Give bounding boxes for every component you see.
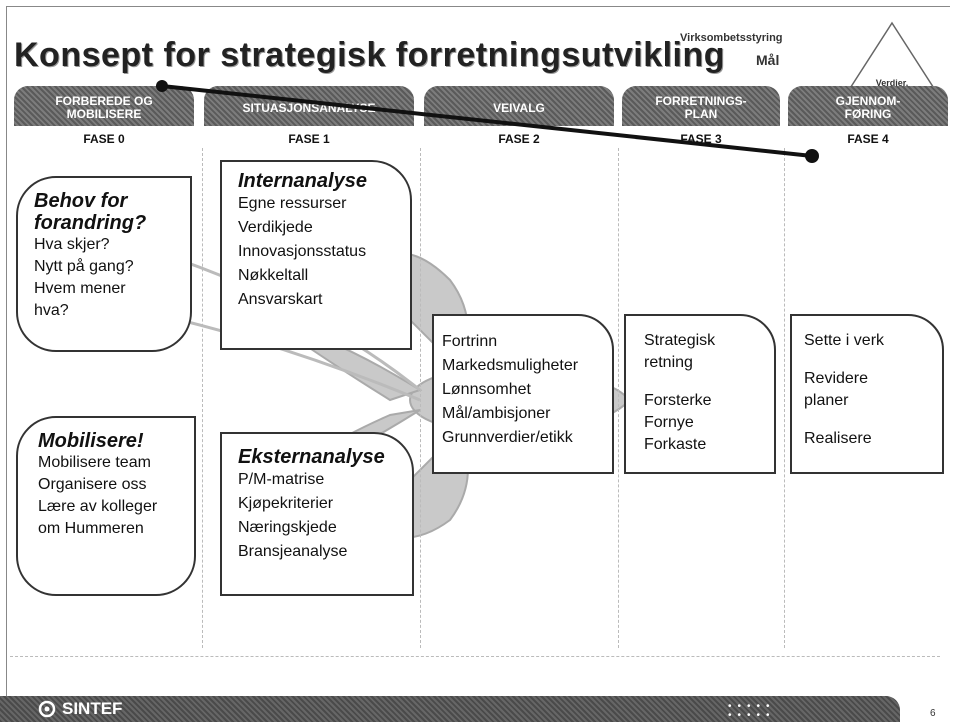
list-item: Grunnverdier/etikk bbox=[442, 429, 573, 446]
page-title: Konsept for strategisk forretningsutvikl… bbox=[14, 36, 726, 74]
top-label-secondary: Mål bbox=[756, 52, 780, 68]
phase-number: FASE 0 bbox=[83, 132, 125, 146]
phase-number: FASE 1 bbox=[288, 132, 330, 146]
plan-box: Strategisk retning Forsterke Fornye Fork… bbox=[624, 314, 776, 474]
footer-bar bbox=[0, 696, 900, 722]
list-item: Bransjeanalyse bbox=[238, 543, 348, 560]
page-number: 6 bbox=[930, 708, 936, 719]
phase-number: FASE 2 bbox=[498, 132, 540, 146]
list-item: Mål/ambisjoner bbox=[442, 405, 551, 422]
eksternanalyse-title: Eksternanalyse bbox=[238, 446, 385, 468]
internanalyse-title: Internanalyse bbox=[238, 170, 367, 192]
tab-label: VEIVALG bbox=[493, 100, 545, 115]
list-item: hva? bbox=[34, 302, 69, 319]
list-item: Sette i verk bbox=[804, 332, 885, 349]
list-item: Lønnsomhet bbox=[442, 381, 531, 398]
tab-phase-1: SITUASJONSANALYSE bbox=[204, 86, 414, 126]
eksternanalyse-box: Eksternanalyse P/M-matrise Kjøpekriterie… bbox=[220, 432, 414, 596]
bottom-divider bbox=[10, 656, 940, 657]
tab-label: GJENNOM-FØRING bbox=[835, 94, 901, 121]
pyramid-label: Verdier, bbox=[876, 78, 909, 88]
list-item: Egne ressurser bbox=[238, 195, 347, 212]
column-divider bbox=[202, 148, 203, 648]
phase-number: FASE 3 bbox=[680, 132, 722, 146]
list-item: retning bbox=[644, 354, 693, 371]
tab-label: FORBEREDE OG MOBILISERE bbox=[55, 94, 153, 121]
list-item: Hvem mener bbox=[34, 280, 126, 297]
tab-label: SITUASJONSANALYSE bbox=[242, 100, 376, 115]
logo-text: SINTEF bbox=[62, 699, 123, 718]
footer-dots: •••••••••• bbox=[728, 701, 776, 721]
behov-box: Behov for forandring? Hva skjer? Nytt på… bbox=[16, 176, 192, 352]
list-item: Realisere bbox=[804, 430, 872, 447]
list-item: Markedsmuligheter bbox=[442, 357, 579, 374]
tab-phase-3: FORRETNINGS-PLAN bbox=[622, 86, 780, 126]
mobilisere-title: Mobilisere! bbox=[38, 430, 144, 452]
mobilisere-box: Mobilisere! Mobilisere team Organisere o… bbox=[16, 416, 196, 596]
list-item: Strategisk bbox=[644, 332, 716, 349]
list-item: Kjøpekriterier bbox=[238, 495, 334, 512]
list-item: Mobilisere team bbox=[38, 454, 151, 471]
list-item: om Hummeren bbox=[38, 520, 144, 537]
tab-phase-4: GJENNOM-FØRING bbox=[788, 86, 948, 126]
list-item: Innovasjonsstatus bbox=[238, 243, 367, 260]
list-item: Forsterke bbox=[644, 392, 712, 409]
behov-title: Behov for forandring? bbox=[34, 190, 147, 234]
slide-frame bbox=[6, 6, 950, 718]
list-item: Verdikjede bbox=[238, 219, 313, 236]
list-item: Lære av kolleger bbox=[38, 498, 158, 515]
column-divider bbox=[618, 148, 619, 648]
list-item: Fortrinn bbox=[442, 333, 498, 350]
tab-label: FORRETNINGS-PLAN bbox=[655, 94, 747, 121]
sintef-logo-icon bbox=[38, 700, 56, 718]
top-label: Virksombetsstyring bbox=[680, 32, 783, 44]
list-item: Næringskjede bbox=[238, 519, 337, 536]
list-item: Nøkkeltall bbox=[238, 267, 309, 284]
list-item: planer bbox=[804, 392, 849, 409]
list-item: Fornye bbox=[644, 414, 694, 431]
column-divider bbox=[784, 148, 785, 648]
phase-number: FASE 4 bbox=[847, 132, 889, 146]
column-divider bbox=[420, 148, 421, 648]
sintef-logo: SINTEF bbox=[38, 699, 122, 719]
veivalg-box: Fortrinn Markedsmuligheter Lønnsomhet Må… bbox=[432, 314, 614, 474]
tab-phase-0: FORBEREDE OG MOBILISERE bbox=[14, 86, 194, 126]
list-item: Hva skjer? bbox=[34, 236, 110, 253]
list-item: Ansvarskart bbox=[238, 291, 323, 308]
list-item: Forkaste bbox=[644, 436, 707, 453]
gjennomforing-box: Sette i verk Revidere planer Realisere bbox=[790, 314, 944, 474]
list-item: Nytt på gang? bbox=[34, 258, 134, 275]
list-item: P/M-matrise bbox=[238, 471, 325, 488]
list-item: Organisere oss bbox=[38, 476, 147, 493]
tab-phase-2: VEIVALG bbox=[424, 86, 614, 126]
internanalyse-box: Internanalyse Egne ressurser Verdikjede … bbox=[220, 160, 412, 350]
list-item: Revidere bbox=[804, 370, 869, 387]
